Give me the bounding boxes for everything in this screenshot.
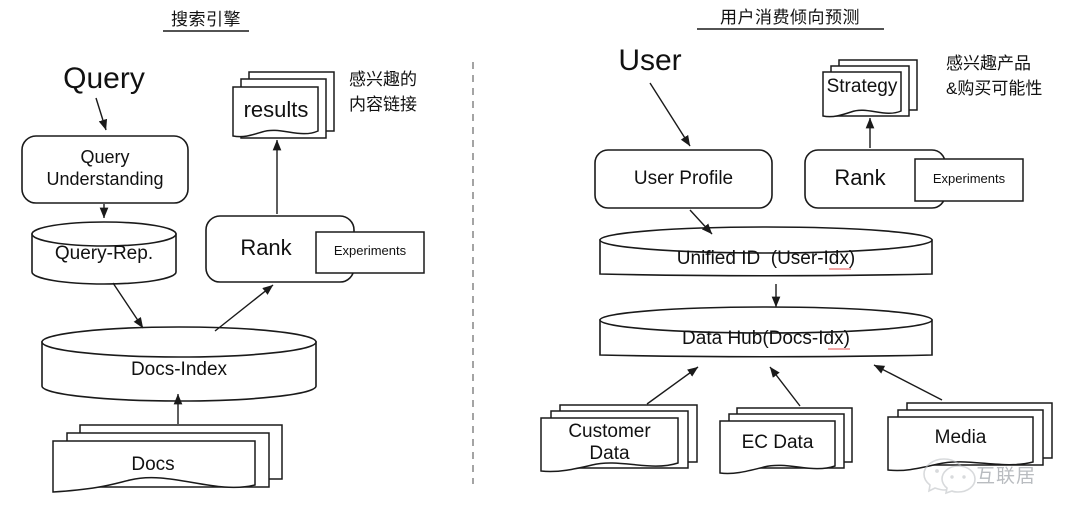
edge-ecdata-to-datahub — [769, 366, 801, 407]
node-experiments-2[interactable] — [914, 158, 1024, 202]
node-docs[interactable] — [52, 424, 283, 493]
edge-query-to-understanding — [95, 97, 108, 131]
node-query-understanding[interactable] — [21, 135, 189, 204]
node-strategy[interactable] — [822, 59, 918, 118]
edge-media-to-datahub — [873, 364, 943, 401]
node-customer-data[interactable] — [540, 404, 698, 473]
node-query-rep[interactable] — [31, 221, 177, 285]
edge-customerdata-to-datahub — [646, 366, 699, 405]
node-unified-id[interactable] — [599, 226, 933, 277]
node-user-profile[interactable] — [594, 149, 773, 209]
edge-docsindex-to-rank — [214, 284, 274, 332]
node-data-hub[interactable] — [599, 306, 933, 358]
node-docs-index[interactable] — [41, 326, 317, 402]
node-ec-data[interactable] — [719, 407, 853, 475]
node-results[interactable] — [232, 71, 335, 139]
node-experiments[interactable] — [315, 231, 425, 274]
spellcheck-underline-useridx — [829, 268, 851, 270]
node-media[interactable] — [887, 402, 1053, 472]
edge-queryrep-to-docsindex — [112, 282, 144, 329]
wechat-face-icon — [923, 458, 976, 495]
edge-user-to-profile — [649, 82, 691, 147]
edge-profile-to-unifiedid — [689, 209, 713, 235]
watermark-text: 互联居 — [976, 466, 1037, 487]
spellcheck-underline-docsidx — [828, 348, 850, 350]
